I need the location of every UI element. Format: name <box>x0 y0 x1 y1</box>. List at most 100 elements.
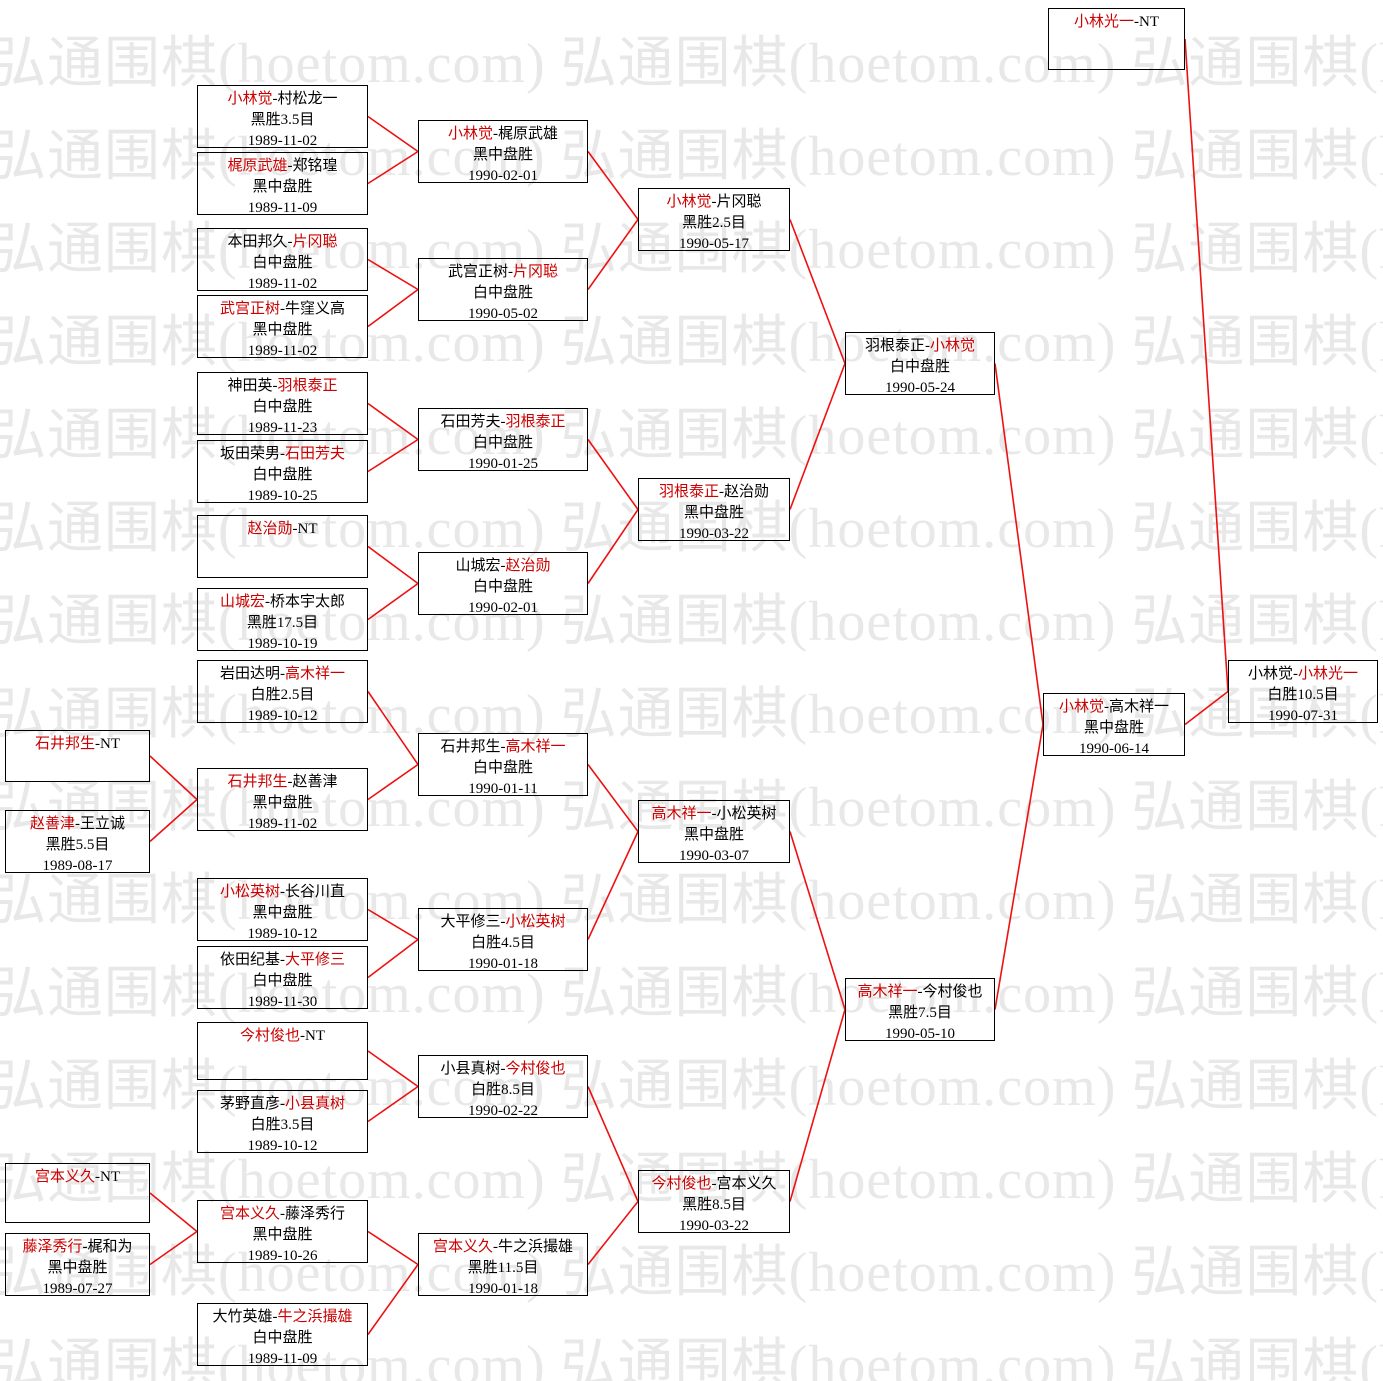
player2-name: 村松龙一 <box>277 91 338 107</box>
match-result: 黑胜2.5目 <box>682 215 746 231</box>
match-result: 白中盘胜 <box>889 359 950 375</box>
match-date: 1989-10-12 <box>247 708 318 724</box>
players-separator: - <box>287 774 293 790</box>
match-players: 茅野直彦-小县真树 <box>198 1094 367 1115</box>
match-box[interactable]: 赵治勋-NT <box>197 515 368 578</box>
bracket-connector <box>587 151 639 220</box>
bracket-connector <box>149 1230 198 1266</box>
players-separator: - <box>272 91 278 107</box>
player1-name: 石井邦生 <box>34 736 95 752</box>
players-separator: - <box>719 484 724 500</box>
player1-name: 赵善津 <box>29 816 75 832</box>
watermark-text: 弘通围棋(hoetom.com) 弘通围棋(hoetom.com) 弘通围棋(h… <box>0 1056 1383 1118</box>
bracket-connector <box>587 509 639 584</box>
player2-name: 高木祥一 <box>505 739 566 755</box>
players-separator: - <box>265 594 270 610</box>
match-players: 大竹英雄-牛之浜撮雄 <box>198 1307 367 1328</box>
player2-name: 小县真树 <box>285 1096 346 1112</box>
match-result: 黑胜5.5目 <box>45 837 110 853</box>
player1-name: 今村俊也 <box>651 1176 712 1192</box>
bracket-connector <box>789 363 846 510</box>
match-players: 坂田荣男-石田芳夫 <box>198 444 367 465</box>
match-players: 小松英树-长谷川直 <box>198 882 367 903</box>
players-separator: - <box>280 446 285 462</box>
players-separator: - <box>711 806 717 822</box>
watermark-text: 弘通围棋(hoetom.com) 弘通围棋(hoetom.com) 弘通围棋(h… <box>0 1242 1383 1304</box>
player2-name: 小林光一 <box>1298 666 1359 682</box>
match-result: 黑中盘胜 <box>683 505 744 521</box>
players-separator: - <box>711 1176 717 1192</box>
bracket-connector <box>149 1192 198 1233</box>
match-players: 今村俊也-NT <box>198 1026 367 1047</box>
players-separator: - <box>500 1061 506 1077</box>
match-players: 依田纪基-大平修三 <box>198 950 367 971</box>
match-players: 宫本义久-牛之浜撮雄 <box>419 1237 587 1258</box>
match-result: 白中盘胜 <box>252 973 313 989</box>
bracket-connector <box>367 1230 419 1266</box>
match-result: 白胜8.5目 <box>471 1082 535 1098</box>
player2-name: 长谷川直 <box>285 884 346 900</box>
match-result: 白中盘胜 <box>252 467 313 483</box>
match-players: 小县真树-今村俊也 <box>419 1059 587 1080</box>
player2-name: NT <box>1139 14 1159 30</box>
player2-name: 今村俊也 <box>922 984 983 1000</box>
match-result: 白胜4.5目 <box>471 935 535 951</box>
players-separator: - <box>493 1239 498 1255</box>
match-box[interactable]: 今村俊也-NT <box>197 1022 368 1080</box>
match-date: 1989-11-09 <box>247 200 318 216</box>
match-players: 羽根泰正-赵治勋 <box>639 482 789 503</box>
match-box[interactable]: 宫本义久-NT <box>5 1163 150 1223</box>
match-result: 黑中盘胜 <box>252 179 313 195</box>
player1-name: 小林光一 <box>1073 14 1134 30</box>
match-box[interactable]: 小林光一-NT <box>1048 8 1185 70</box>
players-separator: - <box>917 984 923 1000</box>
watermark-text: 弘通围棋(hoetom.com) 弘通围棋(hoetom.com) 弘通围棋(h… <box>0 591 1383 653</box>
players-separator: - <box>508 264 513 280</box>
match-box[interactable]: 石井邦生-NT <box>5 730 150 782</box>
bracket-connector <box>587 831 639 940</box>
match-box[interactable]: 依田纪基-大平修三白中盘胜 1989-11-30 <box>197 946 368 1010</box>
bracket-connector <box>789 1009 846 1202</box>
match-date: 1989-10-26 <box>247 1248 318 1264</box>
player1-name: 羽根泰正 <box>864 338 925 354</box>
match-date: 1989-11-30 <box>247 994 318 1010</box>
match-date: 1990-06-14 <box>1079 741 1149 757</box>
player2-name: 王立诚 <box>80 816 126 832</box>
bracket-connector <box>587 764 639 832</box>
bracket-connector <box>367 115 419 153</box>
player1-name: 武宫正树 <box>447 264 508 280</box>
bracket-connector <box>367 258 419 291</box>
bracket-connector <box>587 1086 639 1202</box>
